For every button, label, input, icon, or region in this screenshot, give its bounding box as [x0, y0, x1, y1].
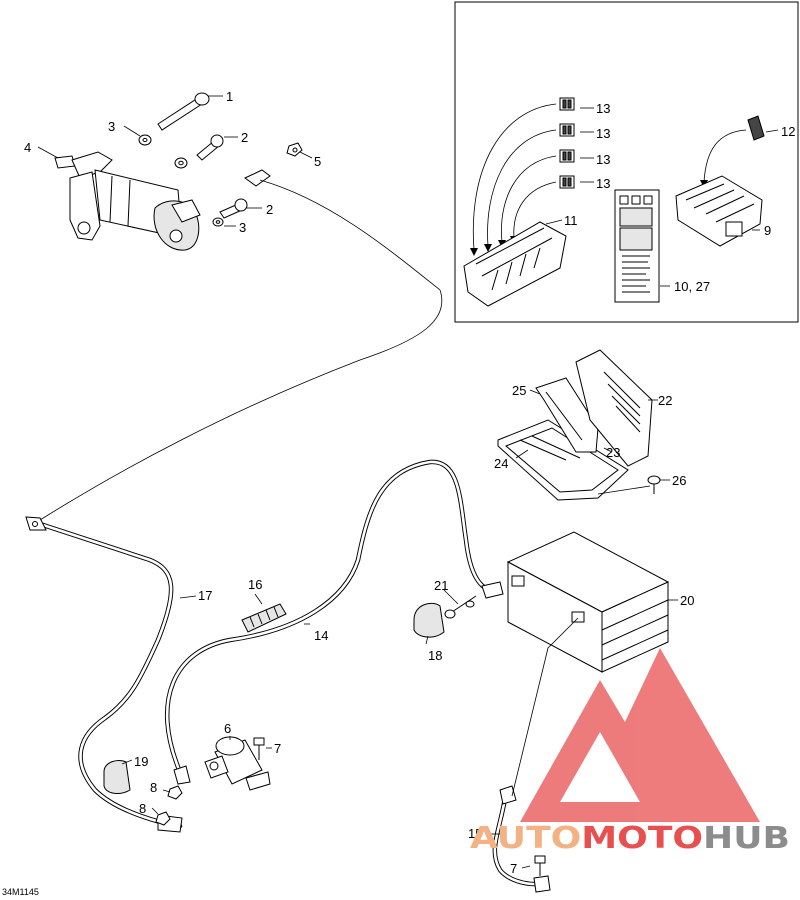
tray-screw	[647, 475, 661, 494]
fuse-holder	[463, 221, 567, 307]
callout-15: 15	[468, 826, 482, 841]
callout-7-upper: 7	[274, 741, 281, 756]
callout-21: 21	[434, 578, 448, 593]
callout-10-27: 10, 27	[674, 279, 710, 294]
battery	[506, 531, 670, 673]
battery-cable	[164, 459, 504, 785]
fuse-box-inset-frame	[454, 1, 799, 323]
nut-upper	[174, 157, 188, 169]
nut-5	[286, 142, 303, 157]
battery-strap	[535, 377, 599, 453]
fuse-label	[614, 189, 660, 303]
callout-labels: 1 3 2 4 5 2 3 13 13 13 13 11 12 9 10, 27…	[2, 89, 795, 897]
callout-20: 20	[680, 593, 694, 608]
callout-8-lower: 8	[139, 801, 146, 816]
callout-24: 24	[494, 456, 508, 471]
callout-14: 14	[314, 628, 328, 643]
callout-13-d: 13	[596, 176, 610, 191]
callout-4: 4	[24, 140, 31, 155]
callout-23: 23	[606, 445, 620, 460]
callout-9: 9	[764, 223, 771, 238]
watermark-auto: AUTO	[470, 821, 581, 856]
callout-13-a: 13	[596, 101, 610, 116]
bolt-long	[157, 92, 210, 131]
callout-6: 6	[224, 721, 231, 736]
callout-3-upper: 3	[108, 119, 115, 134]
callout-16: 16	[248, 577, 262, 592]
watermark-triangle-mark	[520, 648, 760, 822]
screw-solenoid	[253, 737, 265, 760]
callout-1: 1	[226, 89, 233, 104]
screw-21	[444, 595, 477, 619]
callout-25: 25	[512, 383, 526, 398]
starter-cable-lug	[244, 169, 271, 187]
terminal-boot	[103, 759, 131, 794]
callout-8-upper: 8	[150, 780, 157, 795]
starter-motor	[54, 151, 201, 251]
callout-12: 12	[781, 124, 795, 139]
callout-13-c: 13	[596, 152, 610, 167]
watermark-logo	[520, 648, 760, 822]
bolt-lower	[219, 198, 248, 219]
fuse-row-3	[559, 149, 575, 163]
relay-leader	[703, 129, 747, 183]
tray-screw-leader	[597, 485, 651, 495]
watermark-moto: MOTO	[581, 821, 703, 856]
nut-8-upper	[167, 785, 183, 800]
callout-26: 26	[672, 473, 686, 488]
callout-22: 22	[658, 393, 672, 408]
callout-17: 17	[198, 588, 212, 603]
leader-lines	[37, 95, 779, 869]
watermark-hub: HUB	[703, 821, 790, 856]
fuse-row-4	[559, 175, 575, 189]
fuse-row-1	[559, 97, 575, 111]
routing-line	[39, 179, 443, 521]
callout-19: 19	[134, 754, 148, 769]
callout-7-lower: 7	[510, 861, 517, 876]
fuse-row-2	[559, 123, 575, 137]
fuse-box	[675, 175, 763, 247]
negative-cable	[492, 785, 551, 893]
nut-8-lower	[155, 811, 171, 826]
washer-lower	[212, 217, 224, 227]
callout-18: 18	[428, 648, 442, 663]
starter-solenoid	[204, 736, 271, 791]
cable-sleeve	[241, 603, 287, 633]
screw-lower	[534, 855, 546, 876]
callout-5: 5	[314, 154, 321, 169]
callout-2-lower: 2	[266, 202, 273, 217]
callout-13-b: 13	[596, 126, 610, 141]
relay	[747, 115, 765, 141]
negative-cable-leader	[511, 617, 579, 797]
fuse-arrows	[470, 103, 557, 256]
battery-cover	[575, 349, 653, 467]
terminal-boot-large	[413, 602, 445, 638]
callout-11: 11	[564, 213, 578, 228]
callout-3-lower: 3	[239, 220, 246, 235]
diagram-code: 34M1145	[2, 887, 39, 897]
bolt-upper	[196, 134, 224, 161]
battery-tray	[497, 419, 629, 501]
washer-upper	[138, 134, 152, 146]
callout-2-upper: 2	[241, 130, 248, 145]
